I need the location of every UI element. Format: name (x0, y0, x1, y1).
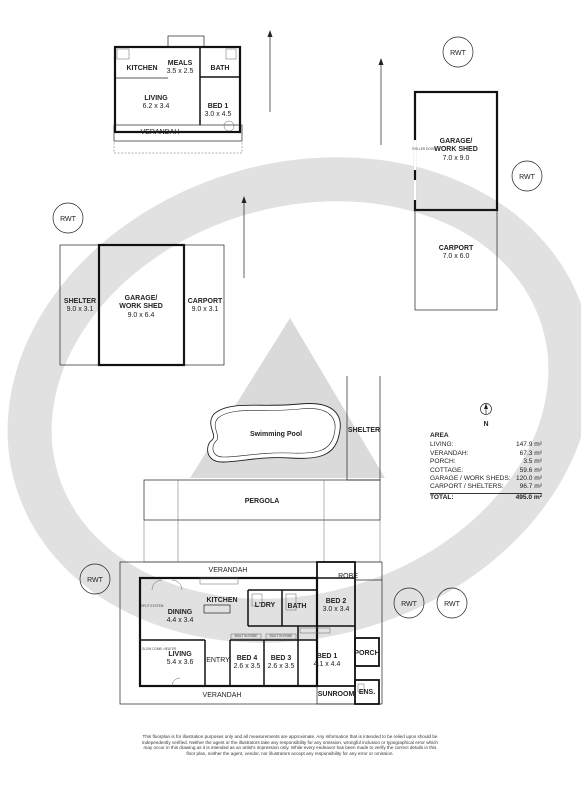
bed4-label: BED 4 (237, 655, 258, 662)
porch-label: PORCH (354, 650, 379, 657)
north-arrow-2 (378, 58, 384, 145)
cottage-verandah-label: VERANDAH (141, 129, 180, 136)
pool-area: Swimming Pool SHELTER PERGOLA (143, 376, 381, 563)
left-garage-label-line2: WORK SHED (119, 303, 163, 310)
cottage-bed1-dims: 3.0 x 4.5 (205, 111, 232, 118)
split-system-label: SPLIT SYSTEM (141, 604, 164, 608)
left-garage-dims: 9.0 x 6.4 (128, 312, 155, 319)
cottage-living-dims: 6.2 x 3.4 (143, 103, 170, 110)
cottage-meals-dims: 3.5 x 2.5 (167, 68, 194, 75)
area-row-value: 67.3 m² (519, 449, 542, 457)
area-total-label: TOTAL: (430, 494, 454, 502)
left-shelter-label: SHELTER (64, 298, 96, 305)
area-row-value: 59.6 m² (519, 466, 542, 474)
right-garage-dims: 7.0 x 9.0 (443, 155, 470, 162)
bed3-label: BED 3 (271, 655, 292, 662)
area-row: PORCH: 3.5 m² (430, 458, 542, 466)
left-carport-dims: 9.0 x 3.1 (192, 306, 219, 313)
rwt-label: RWT (87, 577, 104, 584)
area-row-label: LIVING: (430, 441, 454, 449)
area-row: VERANDAH: 67.3 m² (430, 450, 542, 458)
watermark-logo (7, 157, 581, 643)
area-summary-table: AREA LIVING: 147.9 m² VERANDAH: 67.3 m² PO… (430, 432, 542, 503)
bath-label: BATH (288, 603, 307, 610)
bed3-dims: 2.6 x 3.5 (268, 663, 295, 670)
rwt-tanks: RWT RWT RWT RWT RWT RWT (52, 36, 543, 619)
area-row-value: 120.0 m² (515, 475, 542, 483)
left-garage-label-line1: GARAGE/ (125, 295, 158, 302)
disclaimer-text: This floorplan is for illustration purpo… (142, 734, 438, 756)
rwt-label: RWT (444, 601, 461, 608)
living-label: LIVING (168, 651, 192, 658)
area-row: LIVING: 147.9 m² (430, 441, 542, 449)
right-garage-label-line2: WORK SHED (434, 146, 478, 153)
shelter-label: SHELTER (348, 427, 380, 434)
bed1-label: BED 1 (317, 653, 338, 660)
north-arrow-1 (267, 30, 273, 112)
bed3-robe-label: BUILT IN ROBE (270, 634, 293, 638)
bed1-dims: 4.1 x 4.4 (314, 661, 341, 668)
area-heading: AREA (430, 432, 449, 439)
dining-label: DINING (168, 609, 193, 616)
rwt-label: RWT (401, 601, 418, 608)
area-total-row: TOTAL: 495.0 m² (430, 492, 542, 503)
heater-label: SLOW COMB. HEATER (142, 647, 177, 651)
area-row-label: COTTAGE: (430, 466, 464, 474)
left-shelter-dims: 9.0 x 3.1 (67, 306, 94, 313)
area-row-label: PORCH: (430, 458, 456, 466)
area-row: GARAGE / WORK SHEDS: 120.0 m² (430, 475, 542, 483)
living-dims: 5.4 x 3.6 (167, 659, 194, 666)
pergola-label: PERGOLA (245, 498, 280, 505)
dining-dims: 4.4 x 3.4 (167, 617, 194, 624)
cottage-kitchen-label: KITCHEN (126, 65, 157, 72)
ldry-label: L'DRY (255, 602, 276, 609)
pool-label: Swimming Pool (250, 431, 302, 438)
north-arrow-3 (241, 196, 247, 278)
roller-door-label: ROLLER DOOR (412, 147, 436, 151)
area-total-value: 495.0 m² (515, 494, 542, 502)
right-garage-block: ROLLER DOOR GARAGE/ WORK SHED 7.0 x 9.0 … (412, 90, 499, 311)
main-house: BUILT IN ROBE BUILT IN ROBE SLOW COMB. H… (119, 561, 383, 705)
rwt-label: RWT (450, 50, 467, 57)
cottage-living-label: LIVING (144, 95, 168, 102)
right-carport-label: CARPORT (439, 245, 474, 252)
area-row: CARPORT / SHELTERS: 96.7 m² (430, 483, 542, 491)
kitchen-label: KITCHEN (206, 597, 237, 604)
bed2-dims: 3.0 x 3.4 (323, 606, 350, 613)
compass-n-label: N (483, 421, 488, 428)
cottage-bath-label: BATH (211, 65, 230, 72)
bed4-robe-label: BUILT IN ROBE (235, 634, 258, 638)
left-garage-block: SHELTER 9.0 x 3.1 GARAGE/ WORK SHED 9.0 … (59, 243, 225, 367)
verandah-top-label: VERANDAH (209, 567, 248, 574)
area-row-label: VERANDAH: (430, 449, 469, 457)
bed4-dims: 2.6 x 3.5 (234, 663, 261, 670)
rwt-label: RWT (519, 174, 536, 181)
area-row-label: GARAGE / WORK SHEDS: (430, 475, 511, 483)
area-row-value: 3.5 m² (523, 458, 542, 466)
area-row-label: CARPORT / SHELTERS: (430, 483, 504, 491)
area-row-value: 147.9 m² (515, 441, 542, 449)
cottage-meals-label: MEALS (168, 60, 193, 67)
bed2-label: BED 2 (326, 598, 347, 605)
robe-label: ROBE (338, 573, 358, 580)
area-row: COTTAGE: 59.6 m² (430, 467, 542, 475)
cottage-bed1-label: BED 1 (208, 103, 229, 110)
rwt-label: RWT (60, 216, 77, 223)
ens-label: ENS. (359, 689, 375, 696)
right-carport-dims: 7.0 x 6.0 (443, 253, 470, 260)
left-carport-label: CARPORT (188, 298, 223, 305)
cottage: MEALS 3.5 x 2.5 KITCHEN BATH LIVING 6.2 … (113, 35, 243, 154)
north-compass: N (480, 403, 492, 428)
entry-label: ENTRY (206, 657, 230, 664)
area-row-value: 96.7 m² (519, 483, 542, 491)
verandah-bottom-label: VERANDAH (203, 692, 242, 699)
sunroom-label: SUNROOM (318, 691, 355, 698)
right-garage-label-line1: GARAGE/ (440, 138, 473, 145)
